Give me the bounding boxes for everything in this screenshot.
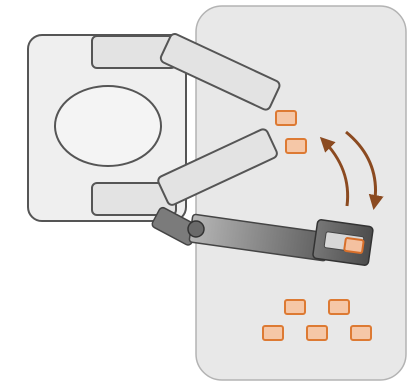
robot-core-ellipse [54,85,162,167]
part-1 [275,110,297,126]
part-4 [328,299,350,315]
arm-pivot [187,220,205,238]
part-6 [306,325,328,341]
part-2 [285,138,307,154]
held-part [343,237,365,254]
part-7 [350,325,372,341]
upper-finger-arm [159,33,281,111]
rotate-down-arrow [345,130,384,210]
part-5 [262,325,284,341]
rotate-up-arrow [319,136,350,207]
lower-finger-arm [157,128,278,206]
part-3 [284,299,306,315]
